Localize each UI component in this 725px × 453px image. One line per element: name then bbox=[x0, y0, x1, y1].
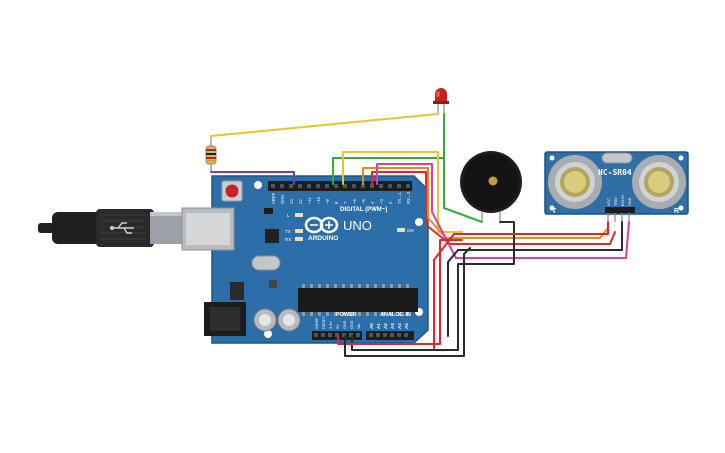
digital-pin-label: ~3 bbox=[379, 199, 384, 204]
power-label: POWER bbox=[336, 312, 357, 318]
sensor-pin-label: ECHO bbox=[621, 195, 625, 206]
sensor-pin-label: GND bbox=[628, 197, 632, 206]
wire-yellow-d8-buzzer bbox=[342, 151, 463, 233]
digital-pin-label: 2 bbox=[388, 201, 393, 204]
wire-orange-d6 bbox=[362, 167, 609, 239]
analog-pin-label: A1 bbox=[376, 323, 381, 329]
atmega-microcontroller bbox=[298, 284, 418, 316]
receiver-transducer bbox=[632, 155, 686, 209]
wire-green-led-buzzer bbox=[443, 113, 483, 223]
analog-pin-label: A0 bbox=[369, 323, 374, 329]
onboard-led-rx: RX bbox=[285, 237, 303, 242]
capacitor bbox=[277, 308, 301, 332]
digital-pin-label: ~5 bbox=[361, 199, 366, 204]
usb-icon bbox=[110, 222, 134, 234]
arduino-logo bbox=[304, 216, 339, 234]
wire-red-sensor-vcc bbox=[433, 221, 609, 349]
hc-sr04-ultrasonic-sensor: HC-SR04 T R VCC TRIG ECHO GND bbox=[544, 151, 689, 222]
mounting-hole bbox=[254, 181, 262, 189]
digital-pin-label: 7 bbox=[343, 201, 348, 204]
wire-magenta-d4 bbox=[376, 163, 630, 259]
digital-header bbox=[268, 181, 412, 191]
arduino-uno-board: AREF GND 13 12 ~11 ~10 ~9 8 7 ~6 ~5 4 ~3… bbox=[181, 175, 429, 344]
onboard-led-tx: TX bbox=[285, 229, 303, 234]
voltage-regulator bbox=[230, 282, 244, 300]
usb-cable bbox=[38, 209, 184, 247]
wire-yellow-resistor-led bbox=[210, 113, 439, 137]
capacitor bbox=[253, 308, 277, 332]
analog-pin-label: A3 bbox=[390, 323, 395, 329]
digital-pin-label: RX←0 bbox=[406, 191, 411, 204]
wire-black-gnd bbox=[344, 247, 471, 357]
power-pin-label: 3.3V bbox=[329, 321, 333, 329]
crystal-oscillator bbox=[251, 255, 281, 271]
wire-red-5v bbox=[337, 239, 463, 345]
wire-dark-sensor bbox=[447, 221, 623, 337]
red-led bbox=[433, 88, 449, 114]
sensor-model-label: HC-SR04 bbox=[598, 168, 632, 177]
digital-pin-label: 4 bbox=[370, 201, 375, 204]
sensor-r-label: R bbox=[674, 208, 679, 215]
power-pin-label: RESET bbox=[322, 316, 326, 329]
icsp-header bbox=[264, 208, 273, 214]
power-header bbox=[312, 331, 362, 340]
digital-pin-label: 8 bbox=[334, 201, 339, 204]
power-pin-label: GND bbox=[343, 320, 347, 329]
digital-pin-label: 12 bbox=[298, 199, 303, 204]
resistor bbox=[205, 136, 217, 172]
transmitter-transducer bbox=[548, 155, 602, 209]
digital-pin-label: GND bbox=[280, 195, 285, 204]
power-pin-label: IOREF bbox=[315, 317, 319, 329]
digital-pin-label: 13 bbox=[289, 199, 294, 204]
piezo-buzzer bbox=[460, 151, 522, 222]
analog-pin-label: A5 bbox=[404, 323, 409, 329]
analog-in-label: ANALOG IN bbox=[380, 312, 411, 318]
analog-pin-label: A4 bbox=[397, 323, 402, 329]
digital-pin-label: TX→1 bbox=[397, 191, 402, 204]
digital-pin-label: ~11 bbox=[307, 197, 312, 204]
power-pin-label: Vin bbox=[357, 324, 361, 329]
onboard-led-on: ON bbox=[397, 228, 414, 233]
power-pin-label: GND bbox=[350, 320, 354, 329]
onboard-led-l: L bbox=[287, 213, 303, 218]
mounting-hole bbox=[415, 218, 423, 226]
mounting-hole bbox=[264, 330, 272, 338]
svg-text:RX: RX bbox=[285, 237, 291, 242]
sensor-pin-label: VCC bbox=[607, 198, 611, 206]
analog-pin-label: A2 bbox=[383, 323, 388, 329]
sensor-pin-label: TRIG bbox=[614, 197, 618, 206]
svg-text:TX: TX bbox=[285, 229, 291, 234]
svg-text:ON: ON bbox=[407, 228, 414, 233]
sensor-pin-header bbox=[605, 207, 635, 213]
sensor-crystal bbox=[601, 152, 633, 164]
arduino-brand: ARDUINO bbox=[308, 235, 338, 242]
usb-chip bbox=[265, 229, 279, 243]
power-pin-label: 5V bbox=[336, 324, 340, 329]
digital-pin-label: ~6 bbox=[352, 199, 357, 204]
power-jack bbox=[204, 302, 246, 336]
wire-red-d5 bbox=[371, 171, 616, 245]
wire-black-buzzer-gnd bbox=[351, 221, 515, 351]
reset-button[interactable] bbox=[221, 180, 243, 202]
digital-pin-label: AREF bbox=[271, 192, 276, 204]
wire-green-d9 bbox=[332, 157, 445, 185]
analog-header bbox=[366, 331, 414, 340]
digital-pin-label: ~10 bbox=[316, 196, 321, 204]
board-model: UNO bbox=[343, 218, 372, 233]
digital-pin-label: ~9 bbox=[325, 199, 330, 204]
wire-purple-resistor-board bbox=[210, 171, 295, 185]
svg-text:L: L bbox=[287, 213, 290, 218]
sensor-t-label: T bbox=[552, 208, 557, 215]
digital-header-label: DIGITAL (PWM~) bbox=[340, 207, 387, 213]
